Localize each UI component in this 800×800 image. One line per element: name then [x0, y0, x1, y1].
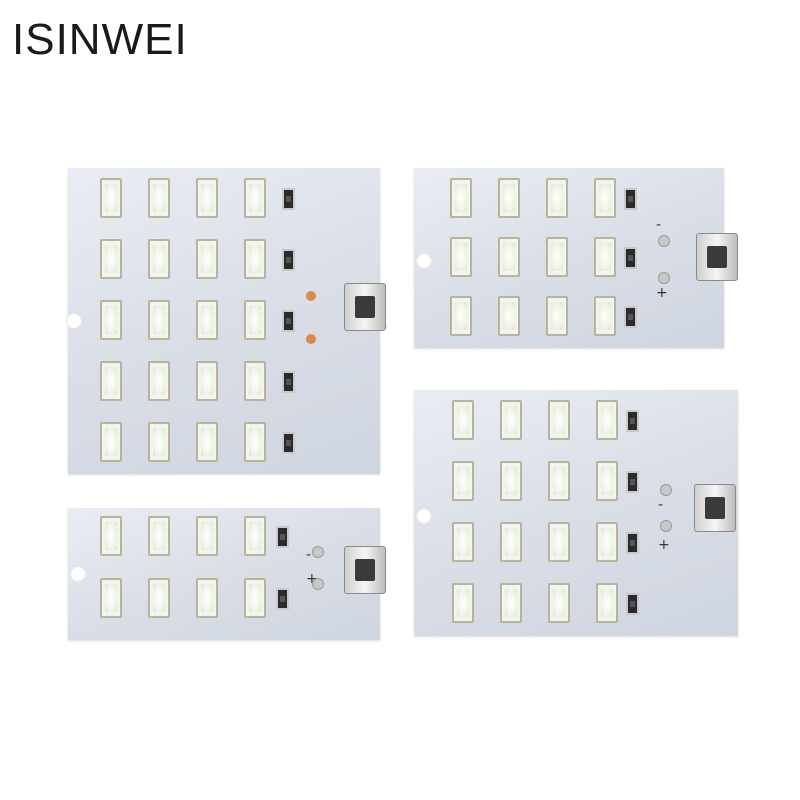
smd-resistor	[626, 532, 639, 554]
solder-pad	[658, 272, 670, 284]
smd-led	[596, 522, 618, 562]
solder-pad	[306, 334, 316, 344]
smd-led	[148, 516, 170, 556]
smd-led	[500, 461, 522, 501]
smd-led	[594, 178, 616, 218]
mounting-hole	[66, 313, 82, 329]
solder-pad	[312, 578, 324, 590]
solder-pad	[312, 546, 324, 558]
smd-led	[244, 578, 266, 618]
smd-led	[498, 296, 520, 336]
smd-led	[100, 178, 122, 218]
smd-led	[452, 400, 474, 440]
smd-resistor	[624, 247, 637, 269]
smd-led	[148, 361, 170, 401]
polarity-minus-label: -	[656, 217, 662, 233]
smd-led	[148, 578, 170, 618]
smd-led	[244, 300, 266, 340]
smd-resistor	[282, 249, 295, 271]
solder-pad	[660, 520, 672, 532]
smd-resistor	[282, 432, 295, 454]
smd-led	[244, 361, 266, 401]
smd-led	[596, 400, 618, 440]
mounting-hole	[416, 253, 432, 269]
smd-led	[500, 583, 522, 623]
smd-resistor	[282, 371, 295, 393]
mounting-hole	[416, 508, 432, 524]
solder-pad	[306, 291, 316, 301]
smd-led	[244, 516, 266, 556]
smd-led	[244, 422, 266, 462]
smd-led	[196, 300, 218, 340]
smd-led	[594, 237, 616, 277]
smd-resistor	[624, 306, 637, 328]
polarity-plus-label: +	[658, 537, 670, 553]
smd-led	[450, 178, 472, 218]
smd-led	[196, 239, 218, 279]
smd-led	[452, 461, 474, 501]
smd-led	[100, 422, 122, 462]
smd-led	[546, 178, 568, 218]
smd-led	[596, 461, 618, 501]
micro-usb-connector	[694, 484, 736, 532]
smd-led	[196, 361, 218, 401]
brand-logo-text: ISINWEI	[12, 15, 188, 64]
smd-led	[148, 178, 170, 218]
smd-led	[100, 578, 122, 618]
smd-led	[100, 300, 122, 340]
led-board-12: - +	[414, 168, 738, 348]
polarity-plus-label: +	[656, 285, 668, 301]
polarity-minus-label: -	[306, 547, 312, 563]
smd-led	[546, 237, 568, 277]
micro-usb-connector	[344, 546, 386, 594]
smd-led	[100, 361, 122, 401]
smd-led	[548, 522, 570, 562]
smd-led	[148, 300, 170, 340]
polarity-minus-label: -	[658, 497, 664, 513]
smd-led	[148, 422, 170, 462]
smd-led	[500, 400, 522, 440]
smd-led	[450, 237, 472, 277]
smd-led	[100, 239, 122, 279]
smd-led	[148, 239, 170, 279]
smd-led	[498, 237, 520, 277]
smd-resistor	[626, 471, 639, 493]
solder-pad	[658, 235, 670, 247]
solder-pad	[660, 484, 672, 496]
led-board-16: - +	[414, 390, 738, 636]
smd-led	[548, 583, 570, 623]
smd-led	[452, 583, 474, 623]
smd-led	[452, 522, 474, 562]
smd-resistor	[626, 410, 639, 432]
smd-led	[196, 578, 218, 618]
smd-led	[500, 522, 522, 562]
smd-led	[450, 296, 472, 336]
smd-resistor	[626, 593, 639, 615]
smd-led	[596, 583, 618, 623]
smd-led	[100, 516, 122, 556]
smd-led	[548, 400, 570, 440]
smd-resistor	[276, 588, 289, 610]
micro-usb-connector	[344, 283, 386, 331]
smd-resistor	[624, 188, 637, 210]
smd-led	[546, 296, 568, 336]
smd-resistor	[282, 310, 295, 332]
smd-resistor	[282, 188, 295, 210]
smd-led	[196, 422, 218, 462]
mounting-hole	[70, 566, 86, 582]
led-board-8: - +	[68, 508, 386, 640]
led-board-20: - +	[66, 168, 388, 474]
smd-led	[498, 178, 520, 218]
smd-resistor	[276, 526, 289, 548]
smd-led	[594, 296, 616, 336]
smd-led	[244, 239, 266, 279]
smd-led	[196, 178, 218, 218]
smd-led	[244, 178, 266, 218]
smd-led	[196, 516, 218, 556]
polarity-plus-label: +	[306, 571, 318, 587]
smd-led	[548, 461, 570, 501]
micro-usb-connector	[696, 233, 738, 281]
